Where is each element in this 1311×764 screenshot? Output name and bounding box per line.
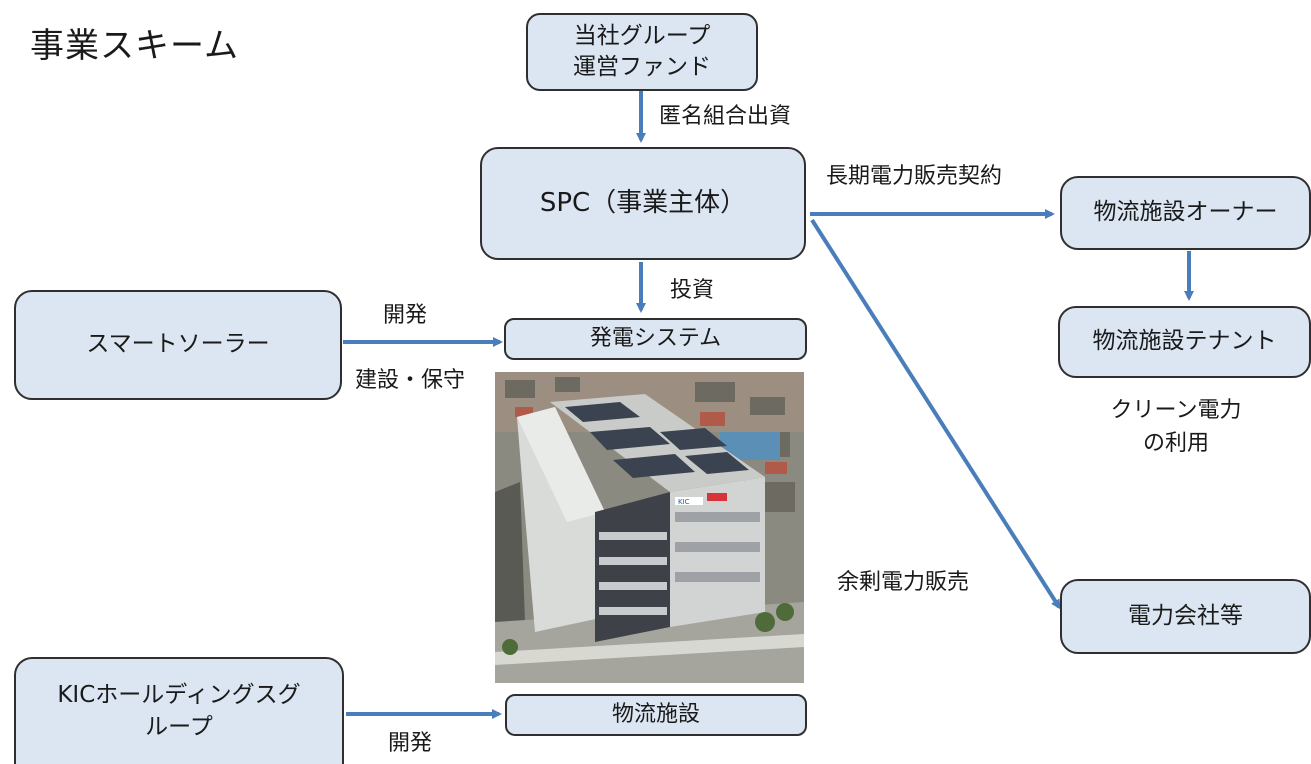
label-develop-top: 開発: [383, 303, 428, 328]
tenant-node: 物流施設テナント: [1058, 306, 1311, 378]
utility-node: 電力会社等: [1060, 579, 1311, 654]
label-investment-tk: 匿名組合出資: [659, 104, 792, 129]
fund-node: 当社グループ 運営ファンド: [526, 13, 758, 91]
kic-node: KICホールディングスグ ループ: [14, 657, 344, 764]
label-develop-bottom: 開発: [388, 731, 433, 756]
arrow-spc-to-utility: [810, 218, 1061, 610]
logistics-warehouse-photo: KIC: [495, 372, 804, 683]
label-long-term-ppa: 長期電力販売契約: [826, 164, 1003, 189]
spc-node: SPC（事業主体）: [480, 147, 806, 260]
logistics-node: 物流施設: [505, 694, 807, 736]
photo-sign-text: KIC: [678, 498, 690, 506]
label-surplus-sale: 余剰電力販売: [837, 570, 970, 595]
power-system-node: 発電システム: [504, 318, 807, 360]
owner-node: 物流施設オーナー: [1060, 176, 1311, 250]
label-build-maintain: 建設・保守: [355, 368, 466, 393]
label-clean-power: クリーン電力 の利用: [1110, 398, 1242, 456]
smart-solar-node: スマートソーラー: [14, 290, 342, 400]
label-invest: 投資: [670, 278, 715, 303]
page-title: 事業スキーム: [30, 26, 239, 66]
